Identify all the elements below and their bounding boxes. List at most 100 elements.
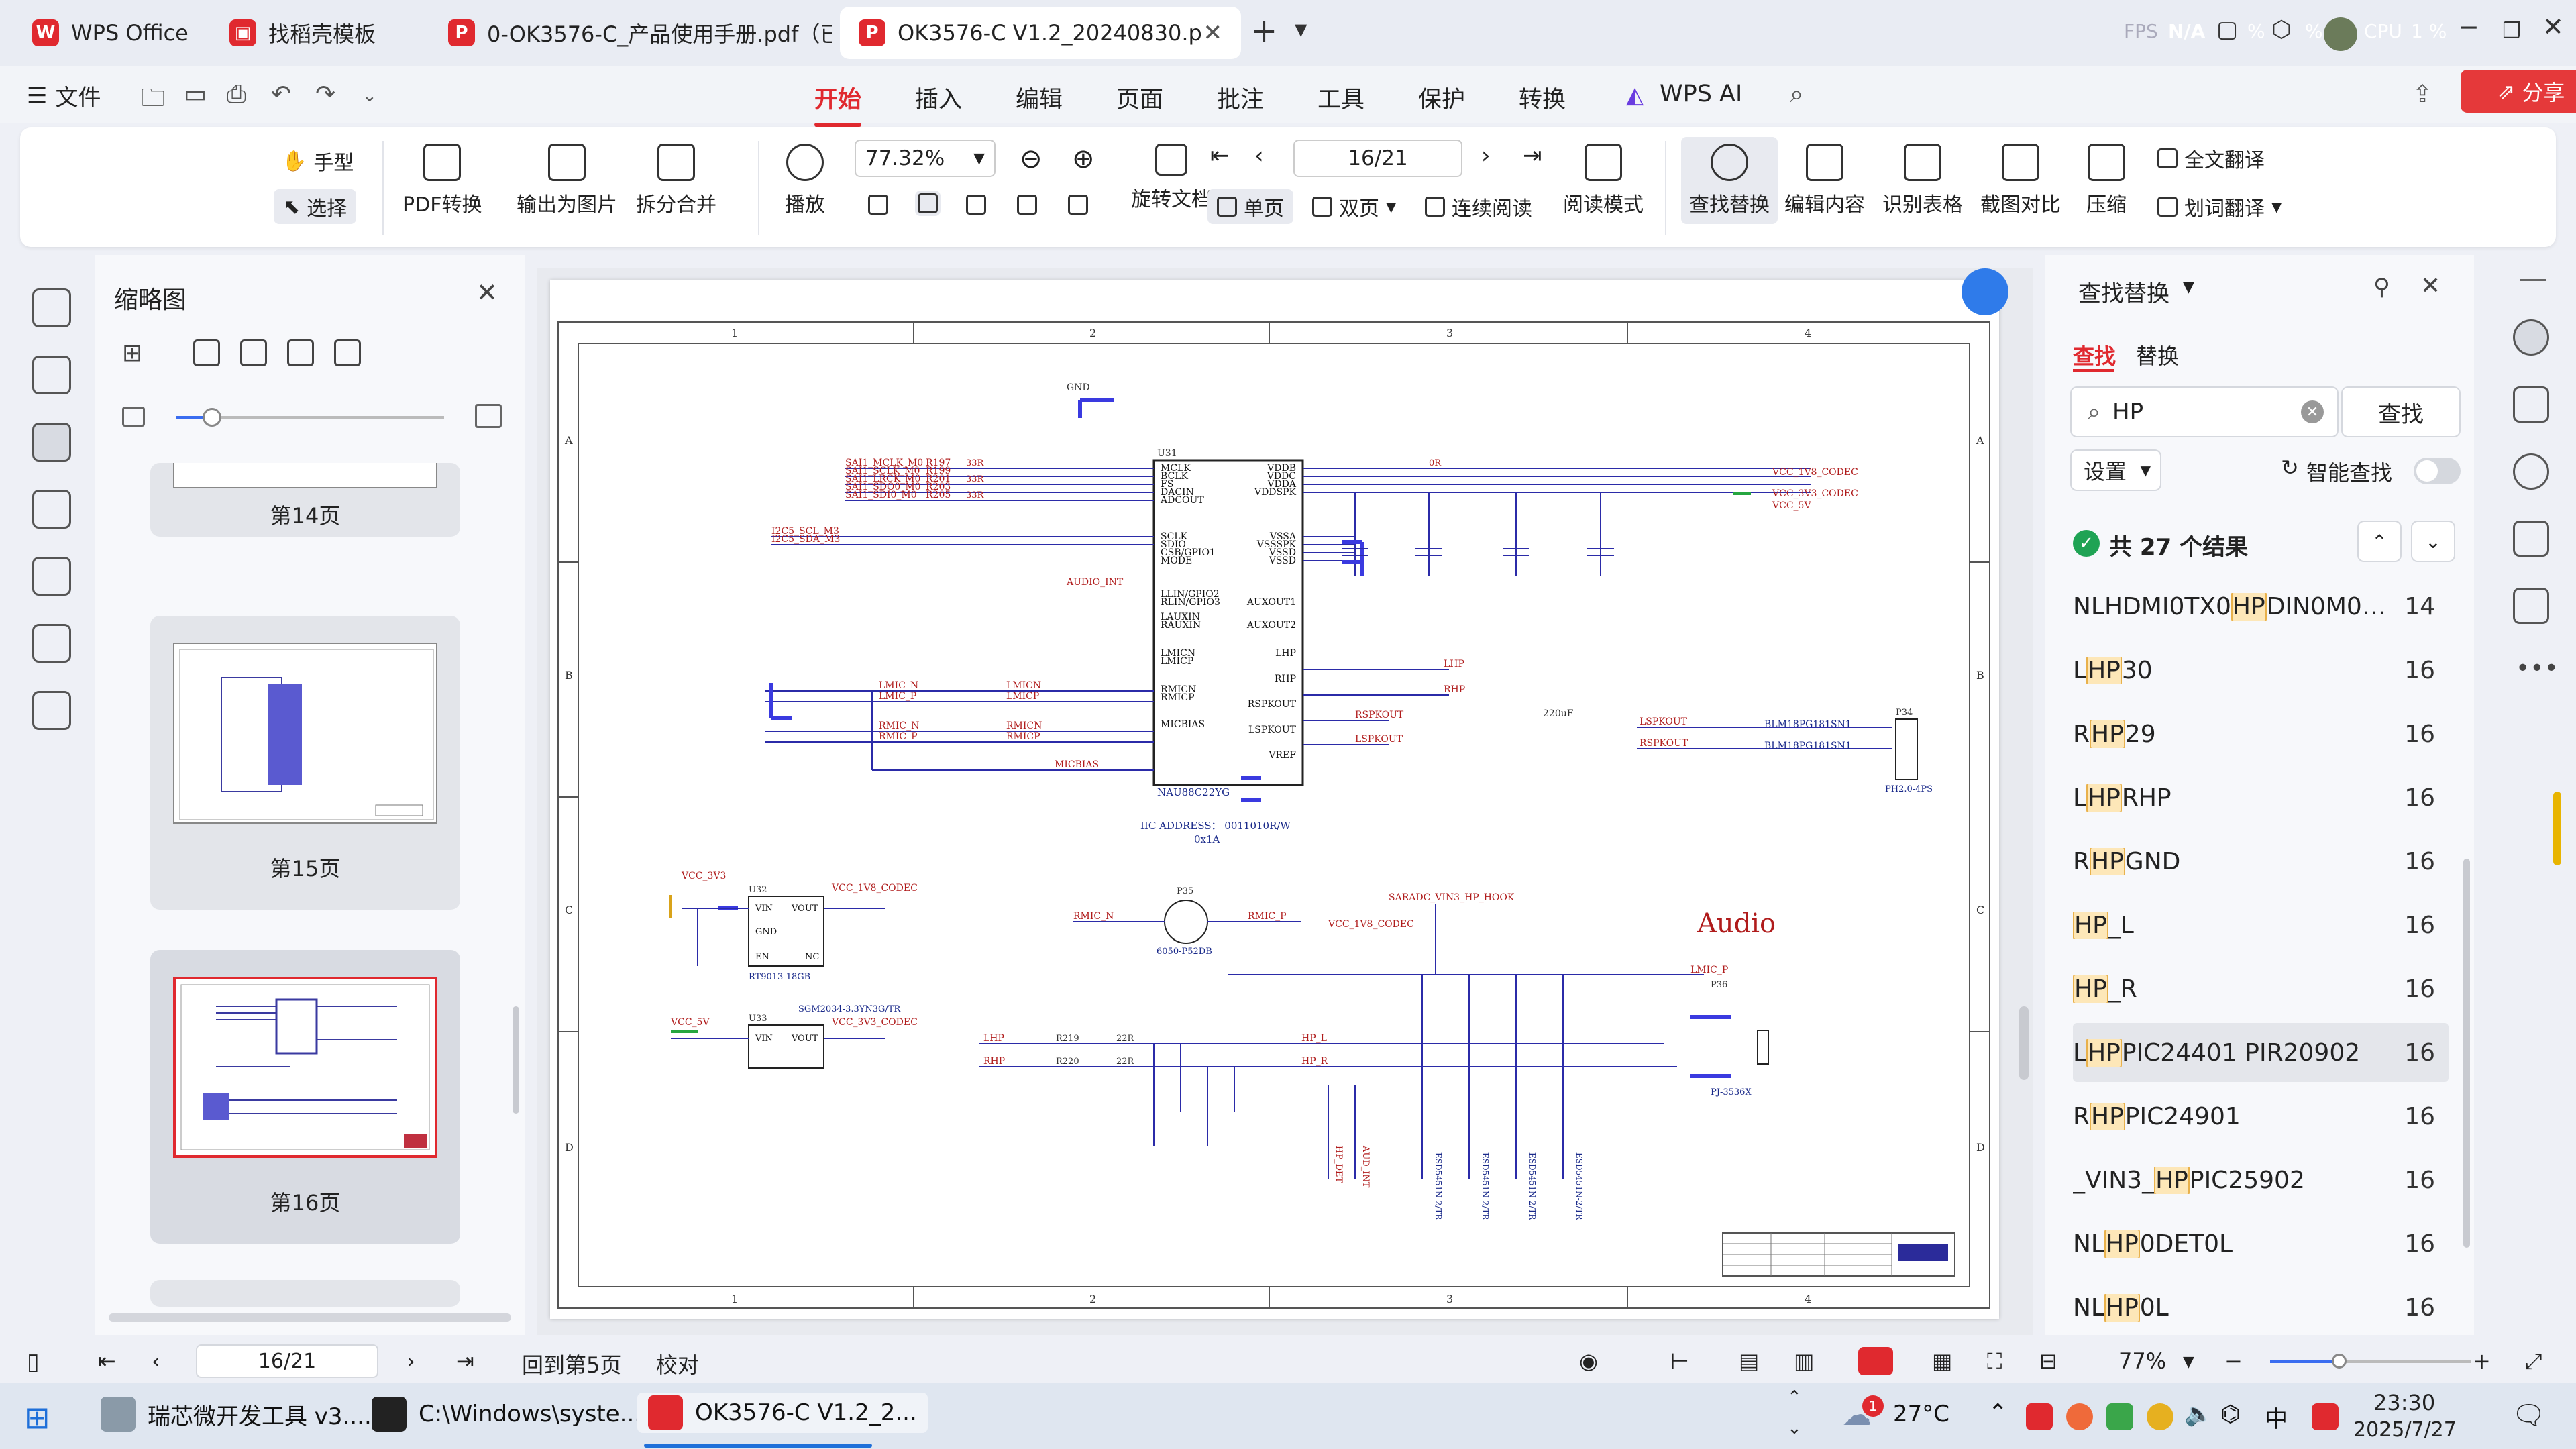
document-scrollbar[interactable]: [2019, 1006, 2029, 1080]
find-result-item[interactable]: NLHDMI0TX0HPDIN0M001...14: [2073, 577, 2449, 636]
single-page-icon[interactable]: ▤: [1739, 1348, 1760, 1374]
tray-app-icon[interactable]: [2066, 1403, 2093, 1430]
fit-width-icon[interactable]: ⊟: [2039, 1348, 2057, 1374]
attachment-icon[interactable]: [32, 557, 71, 596]
play-button[interactable]: 播放: [785, 144, 825, 217]
tab-replace[interactable]: 替换: [2136, 343, 2180, 369]
proofread-button[interactable]: 校对: [656, 1352, 700, 1378]
floating-ai-icon[interactable]: [1962, 268, 2008, 315]
screenshot-compare-button[interactable]: 截图对比: [1980, 144, 2061, 217]
thumbnail-page-15[interactable]: 第15页: [150, 616, 460, 910]
pin-icon[interactable]: ⚲: [2373, 274, 2390, 301]
horizontal-scrollbar[interactable]: [109, 1313, 511, 1322]
single-page-button[interactable]: 单页: [1208, 189, 1293, 224]
chevron-down-icon[interactable]: ⌄: [362, 86, 377, 106]
small-image-icon[interactable]: [122, 407, 145, 427]
tray-wps-icon[interactable]: [2026, 1403, 2053, 1430]
tab-pdf-schematic[interactable]: P OK3576-C V1.2_20240830.p ✕: [840, 7, 1241, 59]
minimize-icon[interactable]: −: [2458, 12, 2479, 42]
open-folder-icon[interactable]: 🗀: [141, 85, 166, 112]
minimize-pane-icon[interactable]: [2520, 279, 2546, 281]
double-page-icon[interactable]: ▥: [1794, 1348, 1815, 1374]
fit-width-icon[interactable]: [966, 195, 986, 215]
select-tool-button[interactable]: ⬉选择: [274, 189, 357, 224]
chevron-down-icon[interactable]: ▼: [2183, 279, 2194, 296]
menu-page[interactable]: 页面: [1116, 87, 1164, 113]
menu-edit[interactable]: 编辑: [1016, 87, 1063, 113]
save-icon[interactable]: ▭: [184, 80, 207, 108]
menu-protect[interactable]: 保护: [1418, 87, 1466, 113]
zoom-select[interactable]: 77.32%▼: [855, 140, 996, 177]
vertical-scrollbar[interactable]: [513, 1006, 519, 1114]
full-translate-button[interactable]: 全文翻译: [2157, 144, 2265, 173]
cloud-upload-icon[interactable]: ⇪: [2412, 80, 2433, 108]
thumbnail-icon[interactable]: [32, 423, 71, 462]
sidebar-toggle-icon[interactable]: ▯: [27, 1348, 40, 1375]
read-mode-button[interactable]: 阅读模式: [1563, 144, 1644, 217]
next-page-icon[interactable]: ›: [1481, 142, 1491, 169]
edit-content-button[interactable]: 编辑内容: [1784, 144, 1865, 217]
zoom-in-icon[interactable]: ⊕: [1072, 144, 1095, 174]
thumbnail-size-slider[interactable]: [176, 416, 444, 419]
smart-find-toggle[interactable]: [2414, 458, 2461, 484]
layers-icon[interactable]: [32, 691, 71, 730]
settings-dropdown[interactable]: 设置 ▼: [2070, 449, 2161, 491]
notification-center-icon[interactable]: 🗨: [2512, 1400, 2546, 1431]
continuous-read-button[interactable]: 连续阅读: [1425, 192, 1532, 221]
rotate-right-icon[interactable]: [1068, 195, 1088, 215]
taskbar-scroll-down-icon[interactable]: ⌄: [1787, 1418, 1802, 1438]
menu-home[interactable]: 开始: [805, 76, 871, 127]
new-tab-icon[interactable]: +: [1250, 12, 1278, 50]
first-page-icon[interactable]: ⇤: [1210, 142, 1230, 169]
replace-page-icon[interactable]: [287, 339, 314, 366]
close-window-icon[interactable]: ✕: [2542, 12, 2564, 42]
tray-wechat-icon[interactable]: [2106, 1403, 2133, 1430]
double-page-button[interactable]: 双页▼: [1312, 192, 1396, 221]
last-page-icon[interactable]: ⇥: [456, 1348, 474, 1374]
rotate-left-icon[interactable]: [1017, 195, 1037, 215]
speaker-icon[interactable]: 🔈: [2184, 1401, 2213, 1428]
chevron-down-icon[interactable]: ▼: [1295, 20, 1307, 39]
taskbar-item-rockchip[interactable]: 瑞芯微开发工具 v3....: [101, 1397, 372, 1432]
taskbar-item-cmd[interactable]: C:\Windows\syste...: [372, 1397, 641, 1432]
play-slideshow-icon[interactable]: [1858, 1347, 1893, 1375]
print-icon[interactable]: ⎙: [227, 80, 246, 108]
fullscreen-icon[interactable]: ⤢: [2525, 1348, 2542, 1374]
taskbar-item-wps[interactable]: OK3576-C V1.2_2...: [637, 1393, 928, 1433]
zoom-slider[interactable]: [2270, 1360, 2471, 1363]
menu-insert[interactable]: 插入: [915, 87, 963, 113]
hand-tool-button[interactable]: ✋手型: [282, 146, 354, 176]
status-page-input[interactable]: 16/21: [196, 1344, 378, 1378]
file-menu[interactable]: ☰ 文件: [27, 79, 101, 112]
insert-page-icon[interactable]: [193, 339, 220, 366]
tray-expand-icon[interactable]: ⌃: [1988, 1399, 2008, 1426]
tray-wps-icon[interactable]: [2312, 1403, 2339, 1430]
location-icon[interactable]: [2513, 588, 2549, 624]
pdf-page[interactable]: 1 2 3 4 1 2 3 4 A B C D A B C D U31 NAU8…: [550, 280, 1999, 1319]
thumbnail-page-17[interactable]: [150, 1280, 460, 1307]
first-page-icon[interactable]: ⇤: [98, 1348, 116, 1374]
bookmark-icon[interactable]: [32, 356, 71, 394]
network-icon[interactable]: ⌬: [2220, 1401, 2241, 1428]
prev-page-icon[interactable]: ‹: [152, 1348, 160, 1374]
undo-icon[interactable]: ↶: [271, 80, 292, 108]
large-image-icon[interactable]: [475, 404, 502, 428]
tab-pdf-manual[interactable]: P 0-OK3576-C_产品使用手册.pdf（已: [429, 7, 832, 59]
fit-page-icon[interactable]: ⛶: [1987, 1348, 2002, 1374]
avatar[interactable]: [2324, 17, 2357, 51]
find-replace-button[interactable]: 查找替换: [1681, 137, 1778, 224]
fit-page-icon[interactable]: [915, 191, 941, 216]
close-tab-icon[interactable]: ✕: [1203, 19, 1223, 46]
fit-icon[interactable]: ⊢: [1670, 1348, 1689, 1374]
menu-annotate[interactable]: 批注: [1217, 87, 1265, 113]
last-page-icon[interactable]: ⇥: [1523, 142, 1542, 169]
share-button[interactable]: ⇗ 分享: [2461, 70, 2576, 113]
